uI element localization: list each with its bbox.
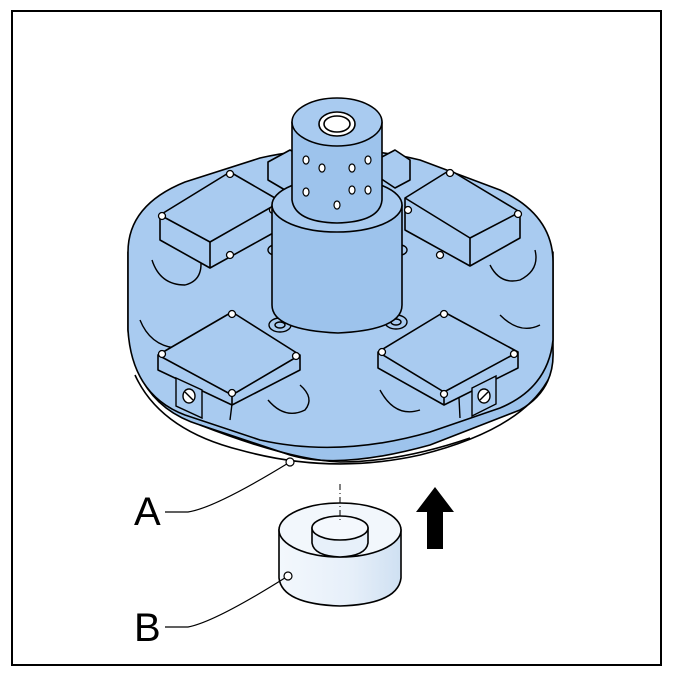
column-holes [302,155,372,210]
arrow-up-icon [416,487,454,549]
clamp-plate-upper-right [404,169,521,267]
clamp-plates [157,169,521,406]
leader-b [165,571,293,628]
center-column [267,97,411,334]
side-screws [175,374,497,420]
cap-part [278,502,402,607]
figure-frame [11,10,662,666]
leader-a [165,457,295,513]
label-a: A [134,490,161,534]
label-b: B [134,606,161,650]
